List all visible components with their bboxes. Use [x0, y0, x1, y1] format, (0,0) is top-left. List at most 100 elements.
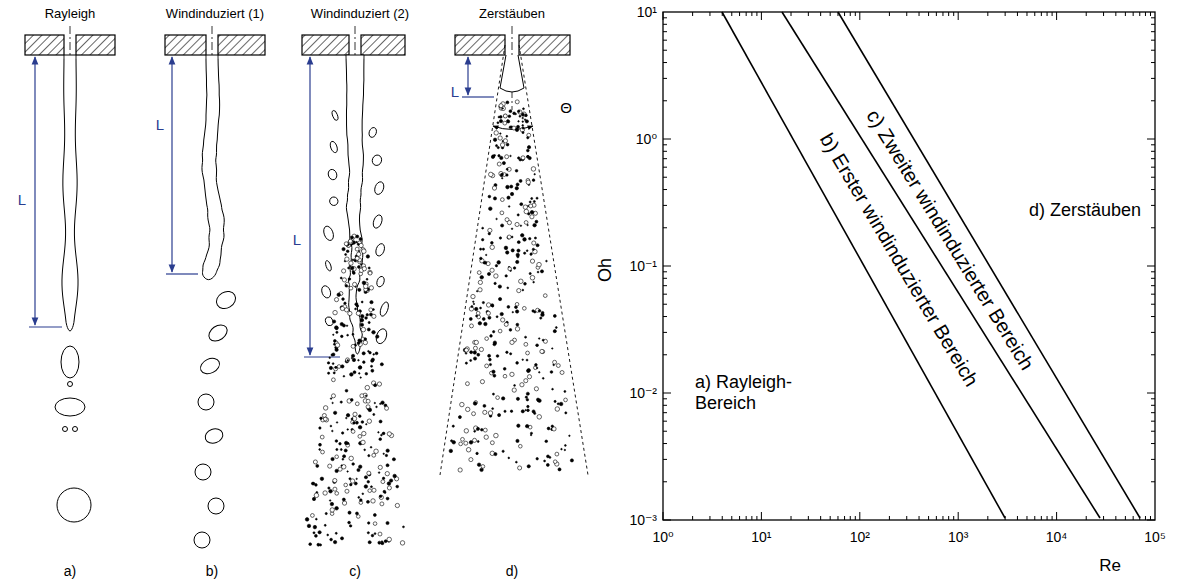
spray-droplet [356, 235, 359, 238]
drop [57, 488, 91, 522]
spray-droplet [530, 215, 534, 219]
spray-droplet [373, 514, 376, 517]
liquid-fragment [329, 140, 339, 153]
spray-droplet [536, 344, 539, 347]
spray-droplet [506, 101, 509, 104]
axis-tick [1151, 100, 1155, 101]
spray-droplet [508, 267, 512, 271]
spray-droplet [521, 156, 525, 160]
spray-droplet [331, 394, 335, 398]
spray-droplet [520, 225, 522, 227]
spray-droplet [510, 372, 514, 376]
spray-droplet [527, 137, 529, 139]
spray-droplet [340, 306, 344, 310]
spray-droplet [520, 203, 523, 206]
spray-droplet [346, 250, 349, 253]
axis-tick [663, 177, 667, 178]
spray-droplet [516, 183, 519, 186]
axis-tick [1034, 516, 1035, 520]
axis-tick [709, 516, 710, 520]
spray-droplet [493, 341, 496, 344]
jets [62, 55, 574, 546]
liquid-fragment [327, 168, 338, 181]
spray-droplet [319, 427, 321, 429]
axis-tick [1151, 278, 1155, 279]
axis-tick [1115, 12, 1116, 16]
liquid-fragment [324, 260, 332, 272]
spray-droplet [564, 390, 566, 392]
spray-droplet [333, 411, 336, 414]
axis-tick [1151, 24, 1155, 25]
spray-droplet [493, 138, 496, 141]
liquid-fragment [331, 110, 339, 121]
spray-droplet [345, 489, 349, 493]
spray-droplet [367, 522, 369, 524]
axis-tick [942, 516, 943, 520]
spray-droplet [499, 119, 502, 122]
axis-tick [1151, 78, 1155, 79]
spray-droplet [340, 277, 342, 279]
spray-droplet [368, 271, 372, 275]
spray-droplet [523, 108, 525, 110]
axis-tick [1056, 12, 1057, 20]
spray-droplet [499, 104, 503, 108]
spray-droplet [458, 416, 461, 419]
axis-tick [722, 516, 723, 520]
spray-droplet [523, 238, 527, 242]
spray-droplet [320, 435, 324, 439]
spray-droplet [344, 308, 348, 312]
spray-droplet [373, 413, 375, 415]
spray-droplet [345, 285, 348, 288]
spray-droplet [492, 155, 495, 158]
spray-droplet [337, 293, 341, 297]
length-label: L [293, 231, 301, 248]
spray-droplet [366, 255, 369, 258]
spray-droplet [362, 431, 366, 435]
spray-droplet [544, 460, 546, 462]
spray-droplet [518, 444, 522, 448]
spray-droplet [522, 359, 524, 361]
spray-droplet [541, 313, 545, 317]
axis-tick [663, 144, 667, 145]
spray-droplet [526, 149, 529, 152]
spray-droplet [359, 238, 362, 241]
spray-droplet [491, 155, 494, 158]
spray-droplet [532, 248, 534, 250]
spray-droplet [358, 434, 362, 438]
spray-droplet [459, 442, 463, 446]
spray-droplet [527, 156, 529, 158]
axis-tick [1151, 62, 1155, 63]
spray-droplet [366, 500, 369, 503]
nozzle-plates [25, 35, 570, 55]
spray-droplet [353, 282, 357, 286]
spray-droplet [518, 121, 519, 122]
spray-droplet [489, 207, 493, 211]
axis-tick [1047, 12, 1048, 16]
spray-droplet [347, 429, 349, 431]
axis-tick [751, 12, 752, 16]
spray-droplet [369, 308, 373, 312]
spray-droplet [385, 471, 389, 475]
spray-droplet [483, 404, 486, 407]
axis-tick [663, 227, 667, 228]
spray-droplet [547, 455, 550, 458]
spray-droplet [494, 274, 498, 278]
axis-tick [1041, 12, 1042, 16]
spray-droplet [368, 270, 372, 274]
spray-droplet [331, 457, 334, 460]
spray-droplet [512, 311, 513, 312]
nozzle-plate [218, 35, 265, 55]
spray-droplet [470, 351, 473, 354]
axis-tick [1151, 205, 1155, 206]
spray-droplet [324, 418, 328, 422]
spray-droplet [537, 415, 542, 420]
spray-droplet [351, 357, 352, 358]
axis-tick [1151, 151, 1155, 152]
spray-droplet [496, 218, 498, 220]
liquid-fragment [328, 196, 339, 207]
spray-droplet [356, 311, 360, 315]
axis-tick [663, 405, 667, 406]
spray-droplet [514, 385, 516, 387]
spray-droplet [527, 155, 530, 158]
spray-droplet [501, 318, 505, 322]
